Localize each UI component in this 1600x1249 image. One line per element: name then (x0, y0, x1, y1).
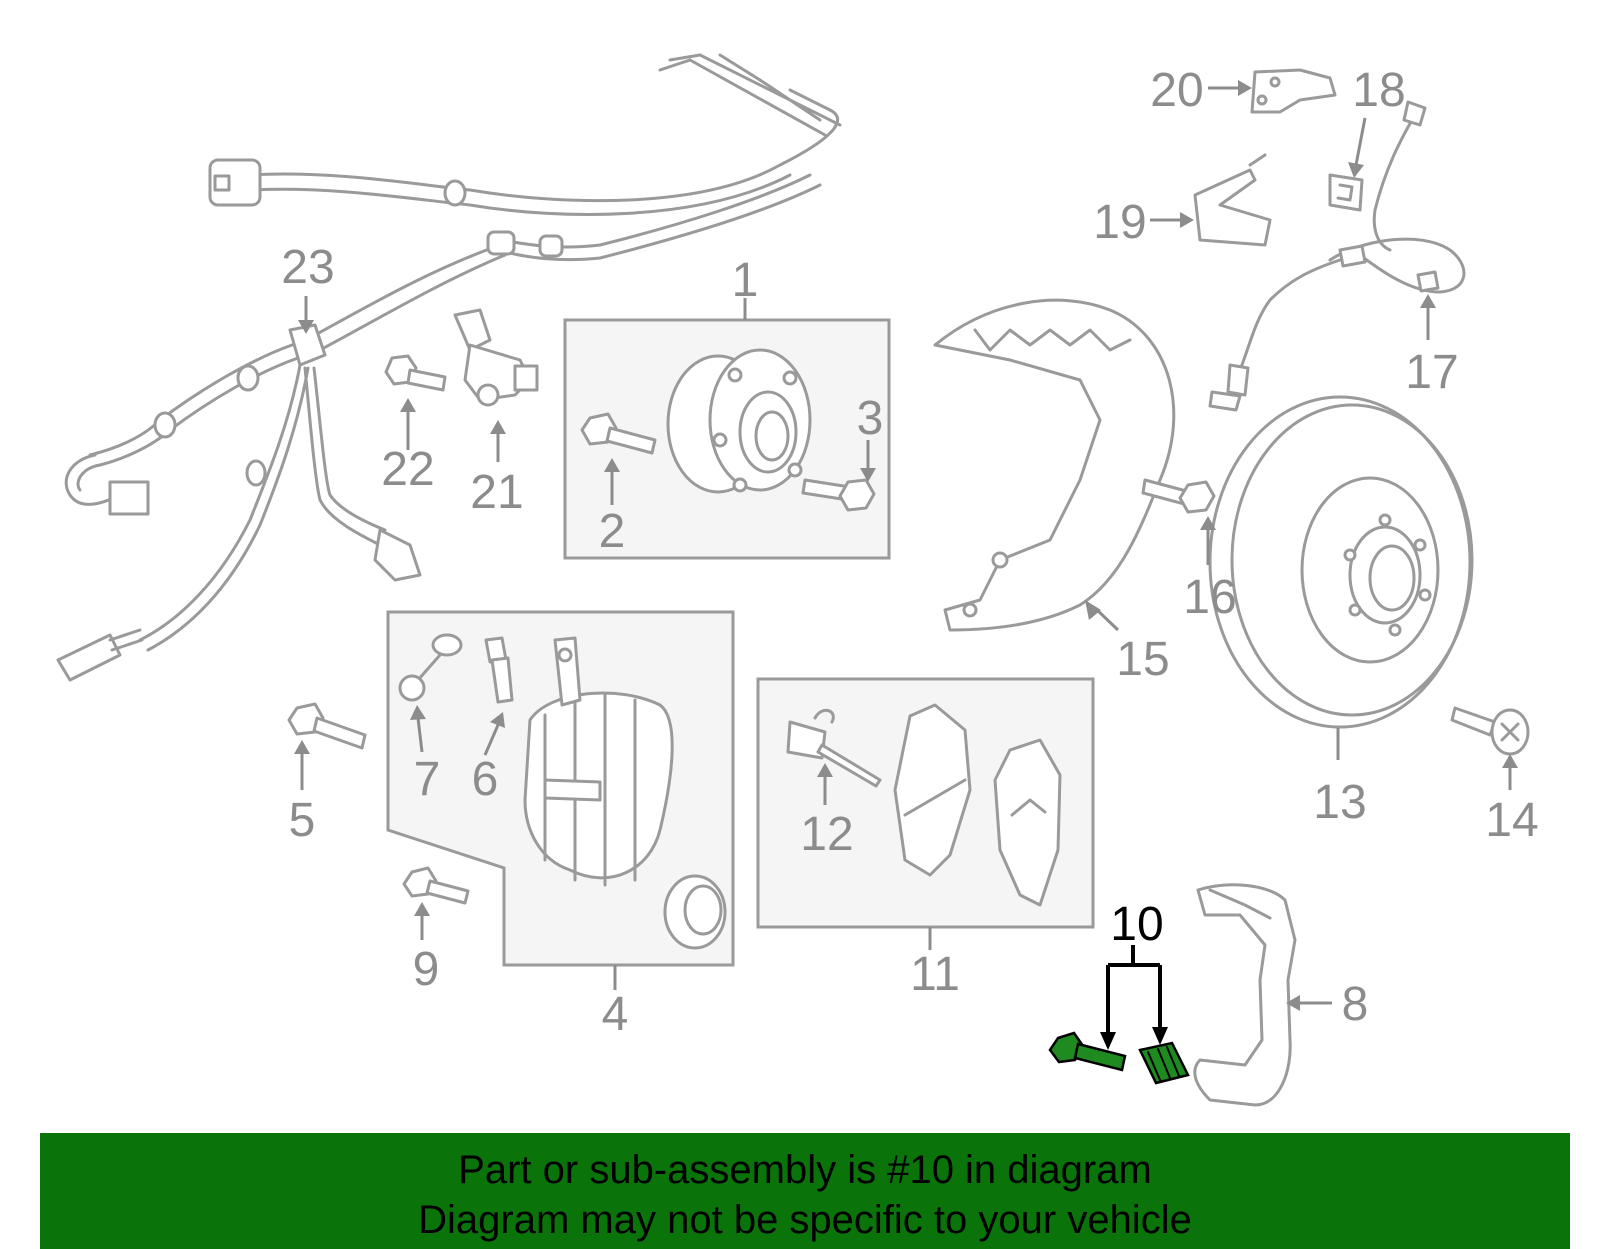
bracket-19 (1193, 153, 1272, 247)
wear-sensor-12 (786, 708, 882, 788)
callout-labels: 1 2 3 4 5 6 7 8 9 10 11 12 13 14 15 16 1… (281, 64, 1538, 1041)
bolt-22 (384, 354, 447, 392)
callout-13: 13 (1313, 776, 1366, 829)
screw-14 (1450, 706, 1530, 756)
callout-11: 11 (910, 948, 960, 1001)
callout-20: 20 (1150, 64, 1203, 117)
callout-15: 15 (1116, 633, 1169, 686)
info-banner: Part or sub-assembly is #10 in diagram D… (40, 1133, 1570, 1249)
splash-shield-15 (933, 298, 1176, 632)
banner-line-1: Part or sub-assembly is #10 in diagram (458, 1148, 1152, 1192)
caliper-4 (523, 636, 727, 950)
bolt-3 (801, 478, 876, 512)
bolt-16 (1141, 478, 1216, 514)
callout-1: 1 (732, 254, 759, 307)
brake-rotor-13 (1208, 395, 1474, 729)
bolt-9 (402, 866, 470, 905)
callout-5: 5 (289, 794, 316, 847)
bracket-20 (1250, 68, 1337, 114)
wear-sensor-wire-17 (1208, 100, 1466, 412)
hub-bearing-1 (666, 348, 812, 494)
caliper-carrier-8 (1193, 883, 1297, 1107)
bolt-5 (287, 702, 367, 750)
guide-pin-boot-10 (1138, 1041, 1190, 1085)
callout-19: 19 (1093, 196, 1146, 249)
callout-17: 17 (1405, 346, 1458, 399)
callout-10: 10 (1110, 898, 1163, 951)
callout-4: 4 (602, 988, 629, 1041)
callout-16: 16 (1183, 571, 1236, 624)
callout-22: 22 (381, 443, 434, 496)
callout-3: 3 (857, 392, 884, 445)
callout-21: 21 (470, 466, 523, 519)
callout-9: 9 (413, 943, 440, 996)
guide-pin-bolt-10 (1048, 1031, 1127, 1072)
bleeder-cap-7 (398, 633, 463, 702)
banner-line-2: Diagram may not be specific to your vehi… (418, 1198, 1192, 1242)
callout-14: 14 (1485, 794, 1538, 847)
sensor-21 (453, 308, 539, 407)
leader-10 (1100, 945, 1168, 1050)
callout-7: 7 (414, 753, 441, 806)
callout-8: 8 (1342, 978, 1369, 1031)
brake-pads-11 (893, 703, 1062, 907)
bolt-2 (580, 412, 657, 455)
callout-2: 2 (599, 505, 626, 558)
leader-arrows (294, 80, 1518, 1011)
bleeder-screw-6 (484, 636, 514, 704)
callout-23: 23 (281, 241, 334, 294)
wiring-harness (56, 53, 842, 682)
callout-6: 6 (472, 753, 499, 806)
callout-18: 18 (1352, 64, 1405, 117)
clip-18 (1328, 173, 1364, 212)
callout-12: 12 (800, 808, 853, 861)
